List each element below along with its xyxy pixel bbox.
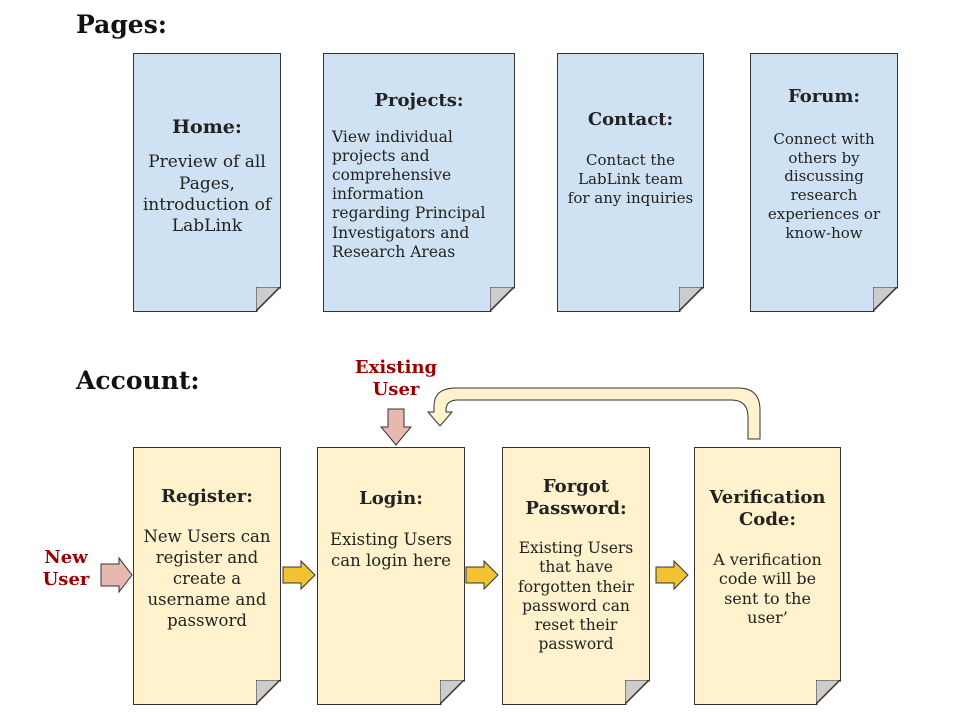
page-card-title: Forum: xyxy=(787,86,861,108)
account-card-register: Register: New Users can register and cre… xyxy=(133,447,281,705)
page-fold-icon xyxy=(625,680,649,704)
page-card-title: Projects: xyxy=(374,90,464,111)
page-card-contact: Contact: Contact the LabLink team for an… xyxy=(557,53,704,312)
page-fold-icon xyxy=(490,287,514,311)
new-user-arrow-icon xyxy=(100,556,133,594)
login-to-forgot-arrow-icon xyxy=(465,559,499,591)
new-user-label: New User xyxy=(42,547,90,590)
page-card-description: Contact the LabLink team for any inquiri… xyxy=(567,150,694,207)
page-card-description: Connect with others by discussing resear… xyxy=(767,129,881,243)
page-card-home: Home: Preview of all Pages, introduction… xyxy=(133,53,281,312)
account-card-description: New Users can register and create a user… xyxy=(143,527,271,631)
account-card-title: Verification Code: xyxy=(709,487,826,530)
page-fold-icon xyxy=(256,680,280,704)
account-card-description: Existing Users that have forgotten their… xyxy=(517,539,635,654)
register-to-login-arrow-icon xyxy=(282,559,316,591)
forgot-to-verification-arrow-icon xyxy=(655,559,689,591)
page-card-description: Preview of all Pages, introduction of La… xyxy=(142,152,272,237)
page-fold-icon xyxy=(256,287,280,311)
page-card-forum: Forum: Connect with others by discussing… xyxy=(750,53,898,312)
account-section-title: Account: xyxy=(76,366,200,395)
page-card-title: Contact: xyxy=(587,109,674,131)
page-fold-icon xyxy=(873,287,897,311)
account-card-description: A verification code will be sent to the … xyxy=(713,550,822,627)
page-fold-icon xyxy=(679,287,703,311)
account-card-forgot-password: Forgot Password: Existing Users that hav… xyxy=(502,447,650,705)
page-card-projects: Projects: View individual projects and c… xyxy=(323,53,515,312)
account-card-title: Forgot Password: xyxy=(525,476,627,519)
existing-user-arrow-icon xyxy=(379,408,413,446)
account-card-verification-code: Verification Code: A verification code w… xyxy=(694,447,841,705)
pages-section-title: Pages: xyxy=(76,10,168,39)
account-card-login: Login: Existing Users can login here xyxy=(317,447,465,705)
verification-to-login-arrow-icon xyxy=(426,387,761,440)
account-card-title: Register: xyxy=(161,485,253,507)
page-fold-icon xyxy=(440,680,464,704)
page-card-title: Home: xyxy=(172,115,242,138)
page-fold-icon xyxy=(816,680,840,704)
account-card-description: Existing Users can login here xyxy=(330,529,452,570)
existing-user-label: Existing User xyxy=(354,357,438,400)
page-card-description: View individual projects and comprehensi… xyxy=(332,127,486,261)
account-card-title: Login: xyxy=(359,488,423,509)
